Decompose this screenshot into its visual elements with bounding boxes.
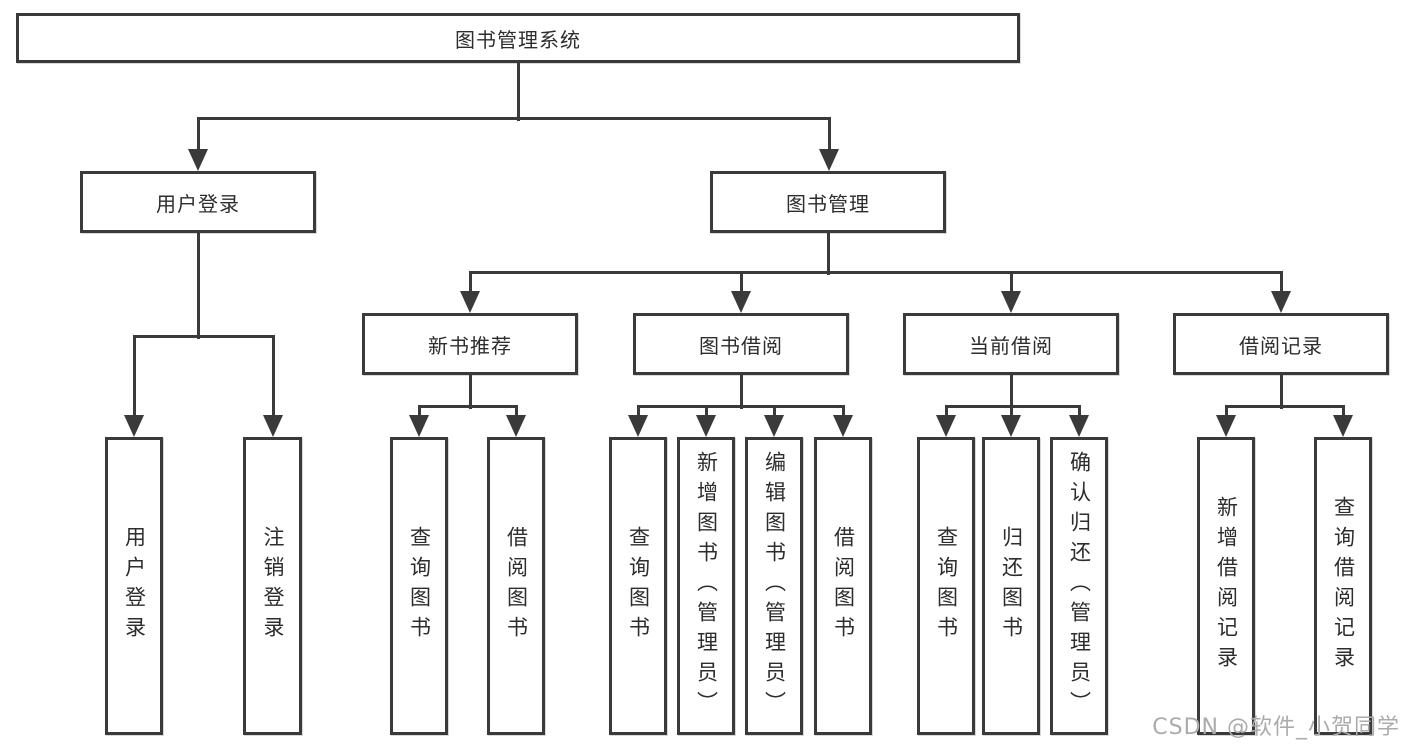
connector-bar — [1224, 404, 1345, 408]
leaf-borrow-books-borrowing: 借阅图书 — [814, 437, 872, 735]
connector-bar — [636, 404, 845, 408]
arrow-down-icon — [628, 415, 648, 437]
connector-arrow-stem — [772, 406, 776, 417]
connector-stub — [196, 233, 200, 339]
connector-arrow-stem — [739, 272, 743, 293]
connector-arrow-stem — [1009, 406, 1013, 417]
connector-arrow-stem — [1279, 272, 1283, 293]
connector-bar — [417, 404, 518, 408]
connector-arrow-stem — [132, 336, 136, 417]
connector-stub — [1279, 375, 1283, 409]
connector-bar — [944, 404, 1081, 408]
connector-arrow-stem — [841, 406, 845, 417]
leaf-return-books: 归还图书 — [982, 437, 1040, 735]
node-user-login: 用户登录 — [80, 171, 316, 233]
arrow-down-icon — [1069, 415, 1089, 437]
arrow-down-icon — [731, 291, 751, 313]
connector-arrow-stem — [636, 406, 640, 417]
leaf-borrow-books-recommend: 借阅图书 — [487, 437, 545, 735]
arrow-down-icon — [819, 149, 839, 171]
arrow-down-icon — [1271, 291, 1291, 313]
connector-arrow-stem — [1224, 406, 1228, 417]
connector-bar — [196, 116, 831, 120]
leaf-query-books-borrowing: 查询图书 — [609, 437, 667, 735]
node-current-borrowing: 当前借阅 — [903, 313, 1119, 375]
connector-arrow-stem — [196, 118, 200, 151]
leaf-add-borrow-record: 新增借阅记录 — [1197, 437, 1255, 735]
node-library-management-system: 图书管理系统 — [16, 13, 1020, 63]
leaf-query-borrow-record: 查询借阅记录 — [1314, 437, 1372, 735]
arrow-down-icon — [124, 415, 144, 437]
arrow-down-icon — [936, 415, 956, 437]
arrow-down-icon — [1333, 415, 1353, 437]
connector-arrow-stem — [1077, 406, 1081, 417]
connector-arrow-stem — [514, 406, 518, 417]
connector-arrow-stem — [468, 272, 472, 293]
connector-arrow-stem — [1341, 406, 1345, 417]
arrow-down-icon — [1001, 291, 1021, 313]
leaf-user-login: 用户登录 — [105, 437, 163, 735]
node-book-management: 图书管理 — [710, 171, 946, 233]
arrow-down-icon — [1216, 415, 1236, 437]
node-borrowing-records: 借阅记录 — [1173, 313, 1389, 375]
arrow-down-icon — [460, 291, 480, 313]
connector-stub — [739, 375, 743, 409]
arrow-down-icon — [263, 415, 283, 437]
arrow-down-icon — [764, 415, 784, 437]
connector-arrow-stem — [1009, 272, 1013, 293]
watermark-text: CSDN @软件_小贺同学 — [1152, 715, 1400, 740]
arrow-down-icon — [1001, 415, 1021, 437]
arrow-down-icon — [409, 415, 429, 437]
connector-arrow-stem — [704, 406, 708, 417]
arrow-down-icon — [833, 415, 853, 437]
leaf-query-books-current: 查询图书 — [917, 437, 975, 735]
connector-arrow-stem — [944, 406, 948, 417]
connector-bar — [132, 334, 275, 338]
connector-arrow-stem — [271, 336, 275, 417]
connector-stub — [516, 63, 520, 121]
arrow-down-icon — [696, 415, 716, 437]
node-book-borrowing: 图书借阅 — [633, 313, 849, 375]
connector-stub — [468, 375, 472, 409]
leaf-edit-book-admin: 编辑图书（管理员） — [745, 437, 803, 735]
connector-bar — [468, 270, 1283, 274]
arrow-down-icon — [506, 415, 526, 437]
connector-arrow-stem — [827, 118, 831, 151]
node-new-book-recommend: 新书推荐 — [362, 313, 578, 375]
connector-stub — [826, 233, 830, 275]
leaf-confirm-return-admin: 确认归还（管理员） — [1050, 437, 1108, 735]
arrow-down-icon — [188, 149, 208, 171]
leaf-logout: 注销登录 — [243, 437, 302, 735]
connector-stub — [1009, 375, 1013, 409]
leaf-query-books-recommend: 查询图书 — [390, 437, 448, 735]
connector-arrow-stem — [417, 406, 421, 417]
leaf-add-book-admin: 新增图书（管理员） — [677, 437, 735, 735]
